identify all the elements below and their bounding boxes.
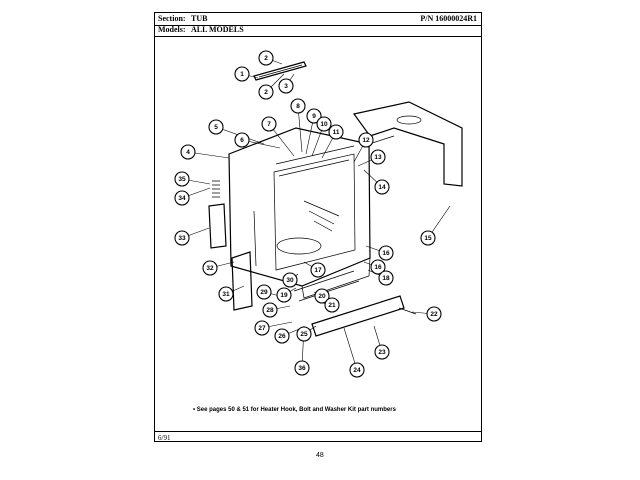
callout-bubble xyxy=(262,302,278,318)
callout-number: 16 xyxy=(382,250,390,257)
callout-bubble xyxy=(310,262,326,278)
callout-bubble xyxy=(208,119,224,135)
callout-number: 14 xyxy=(378,184,386,191)
callout-number: 31 xyxy=(222,291,230,298)
callout-number: 9 xyxy=(312,113,316,120)
callout-number: 25 xyxy=(300,331,308,338)
callout-bubble xyxy=(370,149,386,165)
callout-bubble xyxy=(276,287,292,303)
callout-bubble xyxy=(256,284,272,300)
callout-bubble xyxy=(274,328,290,344)
callout-number: 29 xyxy=(260,289,268,296)
callout-number: 32 xyxy=(206,265,214,272)
callout-bubble xyxy=(254,320,270,336)
callout-number: 23 xyxy=(378,349,386,356)
callout-number: 8 xyxy=(296,103,300,110)
models-value: ALL MODELS xyxy=(191,25,244,34)
callout-number: 15 xyxy=(424,235,432,242)
callout-bubble xyxy=(282,272,298,288)
callout-number: 12 xyxy=(362,137,370,144)
callout-number: 27 xyxy=(258,325,266,332)
callout-bubble xyxy=(296,326,312,342)
callout-bubble xyxy=(234,66,250,82)
callout-number: 21 xyxy=(328,302,336,309)
callout-bubble xyxy=(316,116,332,132)
callout-bubble xyxy=(378,270,394,286)
callout-bubble xyxy=(258,84,274,100)
callout-number: 1 xyxy=(240,71,244,78)
callout-number: 10 xyxy=(320,121,328,128)
callout-bubble xyxy=(290,98,306,114)
callout-bubble xyxy=(278,78,294,94)
callout-bubble xyxy=(258,50,274,66)
callout-bubble xyxy=(174,171,190,187)
callout-number: 11 xyxy=(333,129,340,136)
callout-number: 33 xyxy=(178,235,186,242)
callout-number: 17 xyxy=(314,267,322,274)
callout-number: 3 xyxy=(284,83,288,90)
callout-number: 20 xyxy=(318,293,326,300)
footer-row: 6/91 xyxy=(155,431,481,443)
callout-number: 5 xyxy=(214,124,218,131)
callout-number: 36 xyxy=(298,365,306,372)
callout-bubble xyxy=(314,288,330,304)
callout-number: 22 xyxy=(430,311,438,318)
bottom-strip-drawing xyxy=(293,270,417,337)
part-number: P/N 16000024R1 xyxy=(420,14,477,23)
callout-bubble xyxy=(234,132,250,148)
callout-number: 26 xyxy=(278,333,286,340)
footnote: • See pages 50 & 51 for Heater Hook, Bol… xyxy=(193,407,396,413)
callout-bubble xyxy=(349,362,365,378)
callout-number: 19 xyxy=(280,292,288,299)
callout-bubble xyxy=(374,179,390,195)
callout-bubble xyxy=(174,230,190,246)
callout-number: 35 xyxy=(178,176,186,183)
callout-bubble xyxy=(358,132,374,148)
callout-bubble xyxy=(202,260,218,276)
callout-leader xyxy=(297,105,303,153)
tub-body-drawing xyxy=(228,127,395,299)
callout-bubble xyxy=(261,116,277,132)
callout-bubble xyxy=(328,124,344,140)
callout-number: 2 xyxy=(264,89,268,96)
callout-number: 28 xyxy=(266,307,274,314)
section-value: TUB xyxy=(191,14,208,23)
callout-bubble xyxy=(370,259,386,275)
callout-bubble xyxy=(378,245,394,261)
callout-number: 30 xyxy=(286,277,294,284)
callout-number: 13 xyxy=(374,154,382,161)
callout-bubble xyxy=(294,360,310,376)
callout-number: 7 xyxy=(267,121,271,128)
section-label: Section: xyxy=(158,14,186,23)
callout-bubble xyxy=(180,144,196,160)
parts-sheet-frame: Section: TUB P/N 16000024R1 Models: ALL … xyxy=(154,12,482,442)
callout-bubble xyxy=(218,286,234,302)
callout-number: 34 xyxy=(178,195,186,202)
models-label: Models: xyxy=(158,25,186,34)
callout-number: 6 xyxy=(240,137,244,144)
callout-number: 18 xyxy=(382,275,390,282)
callout-number: 24 xyxy=(353,367,361,374)
callout-number: 2 xyxy=(264,55,268,62)
callout-number: 16 xyxy=(374,264,382,271)
page-number: 48 xyxy=(316,452,324,459)
callout-bubble xyxy=(174,190,190,206)
side-panel-drawing xyxy=(352,101,463,187)
callout-number: 4 xyxy=(186,149,190,156)
callout-bubble xyxy=(426,306,442,322)
callout-bubble xyxy=(306,108,322,124)
callout-bubble xyxy=(374,344,390,360)
section-header: Section: TUB P/N 16000024R1 xyxy=(155,13,481,26)
revision-date: 6/91 xyxy=(158,434,171,442)
models-header: Models: ALL MODELS xyxy=(155,24,481,37)
callout-bubble xyxy=(324,297,340,313)
callout-bubble xyxy=(420,230,436,246)
top-rail-drawing xyxy=(253,61,307,81)
